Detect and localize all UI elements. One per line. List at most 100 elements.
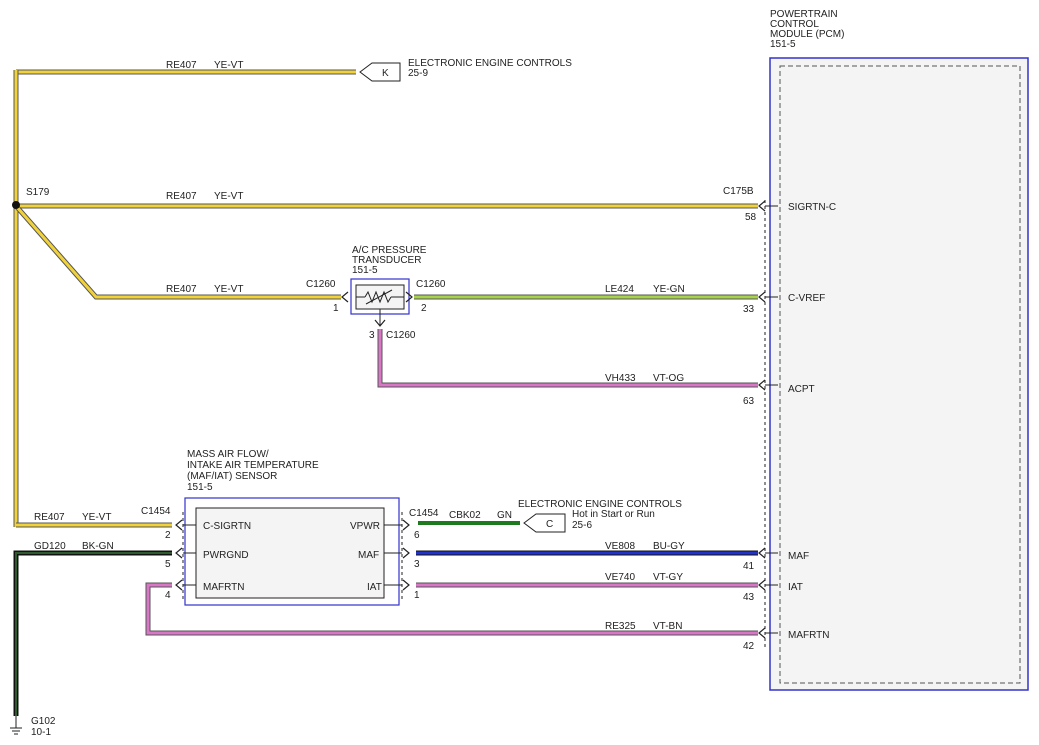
wire-color: VT-OG [653, 373, 684, 384]
pcm-pin-name: MAF [788, 551, 809, 562]
maf-title-3: (MAF/IAT) SENSOR [187, 471, 277, 482]
maf-title-4: 151-5 [187, 482, 213, 493]
ref-connector-k[interactable]: K [359, 62, 401, 82]
wire-color: GN [497, 510, 512, 521]
ac-pressure-transducer[interactable] [350, 278, 410, 315]
transducer-pin: 1 [333, 303, 339, 314]
maf-pin-number: 6 [414, 530, 420, 541]
pcm-pin-number: 42 [743, 641, 755, 652]
wire-circuit: RE407 [34, 512, 65, 523]
maf-pin-c-sigrtn[interactable]: C-SIGRTN 2 [165, 519, 251, 541]
maf-pin-number: 2 [165, 530, 171, 541]
wire-re325[interactable] [145, 582, 758, 636]
pcm-pin-name: IAT [788, 582, 803, 593]
wire-circuit: VE808 [605, 541, 635, 552]
pcm-title-3: MODULE (PCM) [770, 29, 844, 40]
maf-pin-name: VPWR [350, 521, 380, 532]
splice-label: S179 [26, 187, 50, 198]
wire-circuit: RE325 [605, 621, 636, 632]
transducer-title-3: 151-5 [352, 265, 378, 276]
pcm-module[interactable] [769, 57, 1029, 691]
wire-color: VT-GY [653, 572, 683, 583]
maf-connector-left: C1454 [141, 506, 171, 517]
ref-title: ELECTRONIC ENGINE CONTROLS [518, 499, 682, 510]
transducer-title-2: TRANSDUCER [352, 255, 421, 266]
transducer-pin: 2 [421, 303, 427, 314]
maf-pin-iat[interactable]: IAT 1 [367, 579, 420, 601]
wire-circuit: RE407 [166, 191, 197, 202]
maf-pin-pwrgnd[interactable]: PWRGND 5 [165, 547, 249, 570]
ref-page: 25-9 [408, 68, 428, 79]
splice-node [12, 201, 20, 209]
pcm-pin-maf[interactable]: 41 MAF [743, 547, 809, 572]
wire-color: YE-VT [214, 60, 243, 71]
maf-pin-name: C-SIGRTN [203, 521, 251, 532]
wire-circuit: RE407 [166, 60, 197, 71]
ground-icon [10, 716, 22, 735]
ref-letter: K [382, 68, 389, 79]
transducer-title-1: A/C PRESSURE [352, 245, 427, 256]
pcm-pin-number: 58 [745, 212, 757, 223]
wire-color: YE-GN [653, 284, 685, 295]
wire-circuit: GD120 [34, 541, 66, 552]
pcm-title-4: 151-5 [770, 39, 796, 50]
maf-pin-name: MAF [358, 550, 379, 561]
wire-color: BK-GN [82, 541, 114, 552]
wire-color: YE-VT [214, 191, 243, 202]
maf-pin-name: MAFRTN [203, 582, 244, 593]
maf-pin-number: 5 [165, 559, 171, 570]
pcm-title-1: POWERTRAIN [770, 9, 838, 20]
wire-circuit: LE424 [605, 284, 634, 295]
maf-title-1: MASS AIR FLOW/ [187, 449, 269, 460]
wire-color: BU-GY [653, 541, 685, 552]
maf-pin-name: IAT [367, 582, 382, 593]
maf-pin-vpwr[interactable]: VPWR 6 [350, 519, 420, 541]
maf-pin-maf[interactable]: MAF 3 [358, 547, 420, 570]
wire-re407[interactable] [13, 69, 758, 528]
transducer-pin: 3 [369, 330, 375, 341]
wire-gd120[interactable] [13, 550, 172, 716]
wire-circuit: VE740 [605, 572, 635, 583]
pcm-pin-c-vref[interactable]: 33 C-VREF [743, 291, 825, 315]
wire-color: YE-VT [82, 512, 111, 523]
wire-color: VT-BN [653, 621, 682, 632]
ground-ref: 10-1 [31, 727, 51, 738]
maf-pin-number: 1 [414, 590, 420, 601]
transducer-connector-left: C1260 [306, 279, 336, 290]
transducer-connector-right: C1260 [416, 279, 446, 290]
pcm-pin-number: 43 [743, 592, 755, 603]
ref-letter: C [546, 519, 553, 530]
transducer-connector-bottom: C1260 [386, 330, 416, 341]
pcm-pin-acpt[interactable]: 63 ACPT [743, 379, 815, 407]
ground-label: G102 [31, 716, 56, 727]
ref-note: Hot in Start or Run [572, 509, 655, 520]
maf-pin-name: PWRGND [203, 550, 249, 561]
wire-vh433[interactable] [377, 329, 758, 388]
ref-connector-c[interactable]: C [523, 513, 566, 533]
wire-circuit: CBK02 [449, 510, 481, 521]
wire-circuit: VH433 [605, 373, 636, 384]
pcm-pin-mafrtn[interactable]: 42 MAFRTN [743, 627, 829, 652]
pcm-pin-iat[interactable]: 43 IAT [743, 579, 803, 603]
pcm-title-2: CONTROL [770, 19, 819, 30]
maf-pin-mafrtn[interactable]: MAFRTN 4 [165, 579, 244, 601]
maf-title-2: INTAKE AIR TEMPERATURE [187, 460, 319, 471]
wire-circuit: RE407 [166, 284, 197, 295]
pcm-connector-label: C175B [723, 186, 754, 197]
wire-color: YE-VT [214, 284, 243, 295]
pcm-pin-name: C-VREF [788, 293, 825, 304]
pcm-pin-name: ACPT [788, 384, 815, 395]
pcm-pin-number: 41 [743, 561, 755, 572]
pcm-pin-sigrtn-c[interactable]: 58 SIGRTN-C [745, 200, 836, 223]
ref-page: 25-6 [572, 520, 592, 531]
maf-connector-right: C1454 [409, 508, 439, 519]
maf-iat-sensor[interactable] [184, 497, 400, 606]
pcm-pin-number: 63 [743, 396, 755, 407]
pcm-pin-name: MAFRTN [788, 630, 829, 641]
ref-title: ELECTRONIC ENGINE CONTROLS [408, 58, 572, 69]
maf-pin-number: 3 [414, 559, 420, 570]
pcm-pin-name: SIGRTN-C [788, 202, 836, 213]
pcm-pin-number: 33 [743, 304, 755, 315]
maf-pin-number: 4 [165, 590, 171, 601]
